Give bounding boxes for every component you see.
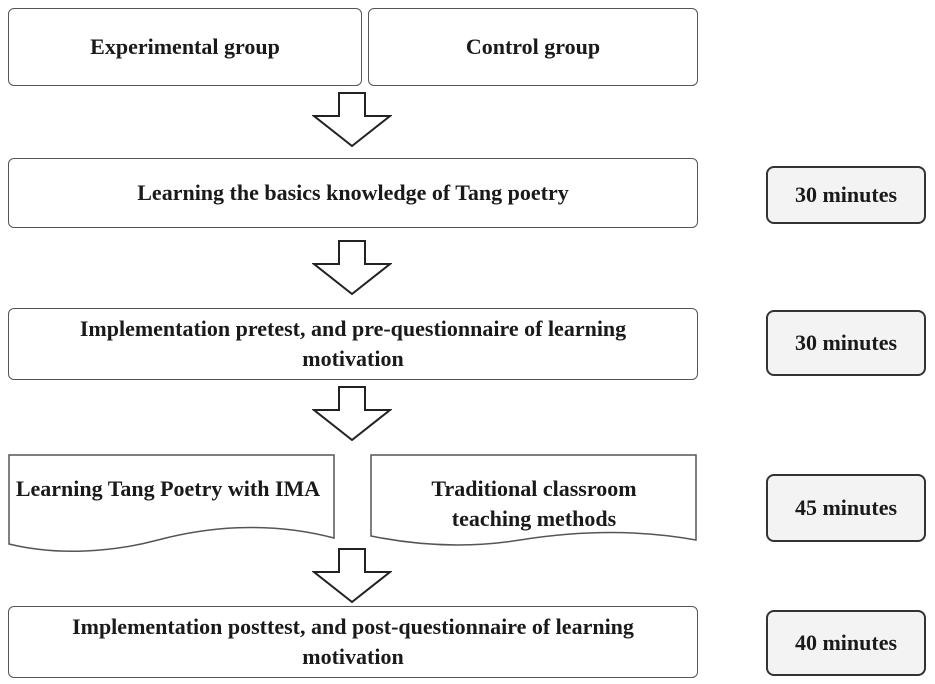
down-arrow-2 <box>312 240 392 296</box>
pretest-step-box: Implementation pretest, and pre-question… <box>8 308 698 380</box>
traditional-step-label: Traditional classroom teaching methods <box>431 476 637 531</box>
ima-document-shape <box>8 454 335 552</box>
traditional-document-shape <box>370 454 697 546</box>
experimental-group-label: Experimental group <box>90 34 280 59</box>
ima-step-label: Learning Tang Poetry with IMA <box>15 476 321 501</box>
down-arrow-1 <box>312 92 392 148</box>
basics-step-box: Learning the basics knowledge of Tang po… <box>8 158 698 228</box>
down-arrow-4 <box>312 548 392 604</box>
pretest-duration-label: 30 minutes <box>794 330 898 355</box>
down-arrow-3 <box>312 386 392 442</box>
learning-duration-label: 45 minutes <box>794 495 898 520</box>
posttest-step-box: Implementation posttest, and post-questi… <box>8 606 698 678</box>
pretest-duration-box: 30 minutes <box>766 310 926 376</box>
learning-duration-box: 45 minutes <box>766 474 926 542</box>
posttest-step-label: Implementation posttest, and post-questi… <box>72 614 634 669</box>
control-group-label: Control group <box>465 34 601 59</box>
basics-duration-label: 30 minutes <box>794 182 898 207</box>
basics-duration-box: 30 minutes <box>766 166 926 224</box>
basics-step-label: Learning the basics knowledge of Tang po… <box>137 180 569 205</box>
experimental-group-box: Experimental group <box>8 8 362 86</box>
pretest-step-label: Implementation pretest, and pre-question… <box>79 316 627 371</box>
posttest-duration-label: 40 minutes <box>794 630 898 655</box>
posttest-duration-box: 40 minutes <box>766 610 926 676</box>
control-group-box: Control group <box>368 8 698 86</box>
